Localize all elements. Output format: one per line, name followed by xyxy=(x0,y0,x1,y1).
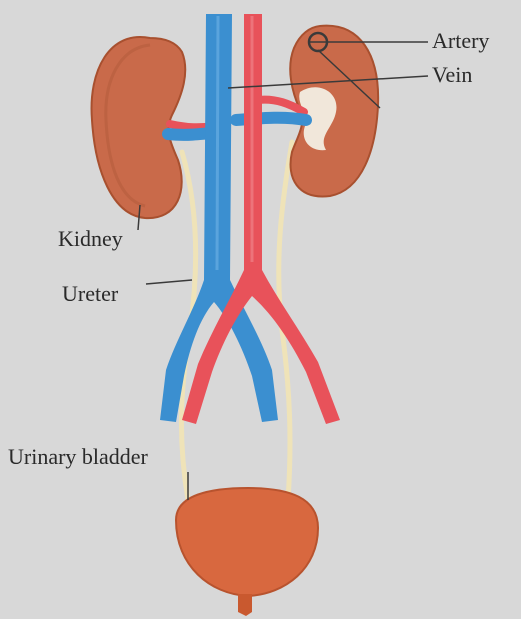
label-urinary-bladder: Urinary bladder xyxy=(8,446,148,468)
label-vein: Vein xyxy=(432,64,472,86)
label-artery: Artery xyxy=(432,30,489,52)
label-ureter: Ureter xyxy=(62,283,118,305)
vena-cava-highlight xyxy=(217,16,218,270)
label-kidney: Kidney xyxy=(58,228,123,250)
